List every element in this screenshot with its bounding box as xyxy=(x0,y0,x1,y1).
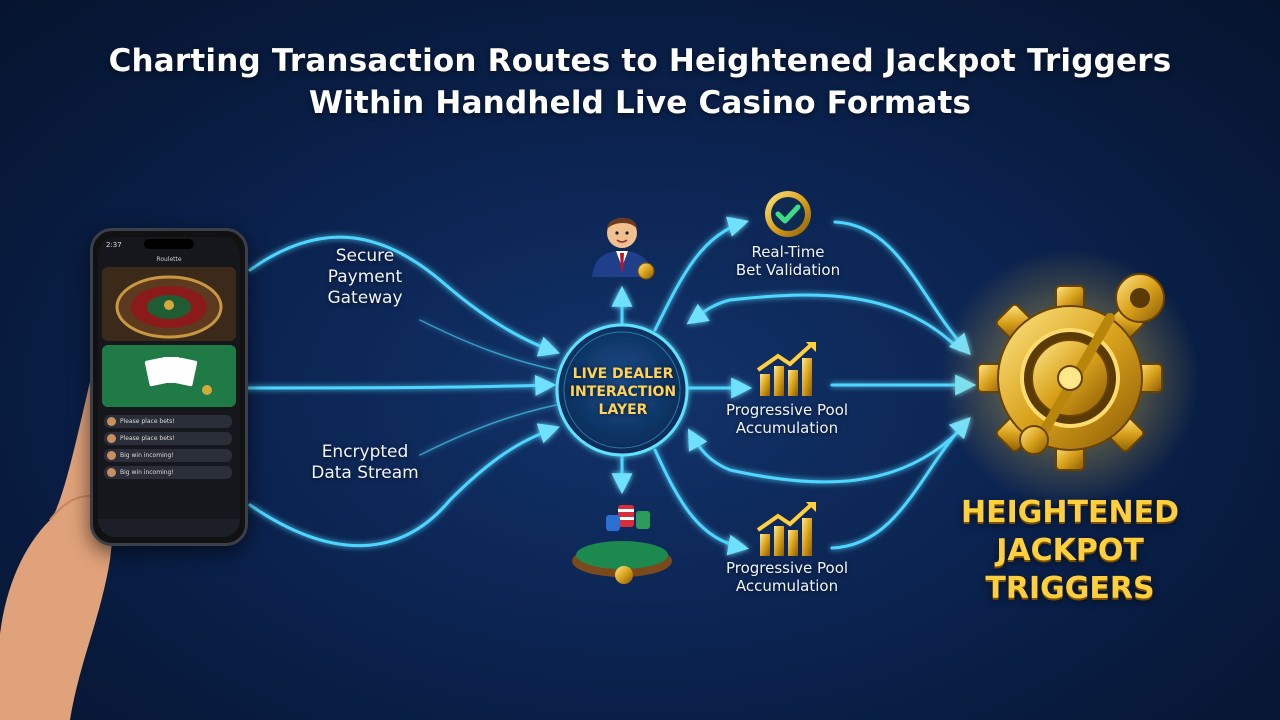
user-avatar xyxy=(107,434,116,443)
label-line: Data Stream xyxy=(311,463,419,483)
flow-line-hub-pool2 xyxy=(653,448,750,556)
label-line: Progressive Pool xyxy=(725,559,849,577)
hub-label-line: LIVE DEALER xyxy=(572,366,674,382)
flow-line-return-bottom xyxy=(687,428,962,484)
chat-panel: Please place bets! Please place bets! Bi… xyxy=(104,415,232,483)
label-line: Gateway xyxy=(327,288,403,308)
phone-notch xyxy=(144,239,194,249)
flow-line-thin-2 xyxy=(419,404,557,456)
checkmark-badge-icon xyxy=(765,191,811,237)
label-progressive-pool-1: Progressive Pool Accumulation xyxy=(712,401,862,437)
chat-message: Big win incoming! xyxy=(104,466,232,479)
page-title: Charting Transaction Routes to Heightene… xyxy=(0,40,1280,124)
chat-message: Big win incoming! xyxy=(104,449,232,462)
label-line: Bet Validation xyxy=(735,261,841,279)
label-line: Real-Time xyxy=(751,243,825,261)
label-progressive-pool-2: Progressive Pool Accumulation xyxy=(712,559,862,595)
hub-label-line: LAYER xyxy=(598,402,648,418)
label-line: Accumulation xyxy=(735,419,839,437)
chat-message-text: Big win incoming! xyxy=(120,469,174,476)
title-line-1: Charting Transaction Routes to Heightene… xyxy=(108,43,1172,79)
chat-message-text: Please place bets! xyxy=(120,435,175,442)
hub-label: LIVE DEALER INTERACTION LAYER xyxy=(560,365,686,419)
flow-line-direct xyxy=(243,374,557,396)
phone-screen: 2:37 Roulette Please place bets! Please … xyxy=(98,237,240,537)
label-secure-payment-gateway: Secure Payment Gateway xyxy=(305,246,425,309)
hub-node xyxy=(555,323,689,457)
chat-message: Please place bets! xyxy=(104,432,232,445)
jackpot-label-line: TRIGGERS xyxy=(985,571,1155,606)
chat-message-text: Please place bets! xyxy=(120,418,175,425)
playing-cards-icon xyxy=(144,357,212,395)
phone-mockup: 2:37 Roulette Please place bets! Please … xyxy=(90,228,248,546)
flow-line-thin-1 xyxy=(419,319,557,371)
label-line: Encrypted xyxy=(321,442,409,462)
growth-chart-icon xyxy=(756,342,816,396)
card-table-area xyxy=(102,345,236,407)
phone-app-title: Roulette xyxy=(156,256,182,263)
flow-line-validation-jackpot xyxy=(833,220,971,356)
label-bet-validation: Real-Time Bet Validation xyxy=(720,243,856,279)
label-encrypted-data-stream: Encrypted Data Stream xyxy=(295,442,435,484)
hub-label-line: INTERACTION xyxy=(569,384,677,400)
roulette-wheel-icon xyxy=(115,275,223,339)
jackpot-label-line: HEIGHTENED xyxy=(961,495,1179,530)
casino-table-chips-icon xyxy=(572,505,672,584)
label-line: Secure xyxy=(335,246,395,266)
label-line: Payment xyxy=(327,267,403,287)
user-avatar xyxy=(107,468,116,477)
jackpot-label-line: JACKPOT xyxy=(996,533,1144,568)
roulette-wheel-area xyxy=(102,267,236,341)
label-line: Accumulation xyxy=(735,577,839,595)
user-avatar xyxy=(107,451,116,460)
user-avatar xyxy=(107,417,116,426)
phone-nav-bar xyxy=(98,519,240,537)
flow-line-encrypted xyxy=(248,423,560,548)
dealer-avatar-icon xyxy=(592,217,655,280)
title-line-2: Within Handheld Live Casino Formats xyxy=(308,85,972,121)
phone-status-time: 2:37 xyxy=(106,241,122,249)
chat-message: Please place bets! xyxy=(104,415,232,428)
flow-line-secure-payment xyxy=(248,235,560,357)
chat-message-text: Big win incoming! xyxy=(120,452,174,459)
growth-chart-icon xyxy=(756,502,816,556)
flow-line-pool2-jackpot xyxy=(830,416,971,550)
jackpot-gear-lever-icon xyxy=(940,248,1200,508)
flow-line-return-top xyxy=(686,293,962,352)
label-line: Progressive Pool xyxy=(725,401,849,419)
jackpot-label: HEIGHTENED JACKPOT TRIGGERS xyxy=(950,494,1190,608)
flow-line-hub-validation xyxy=(653,216,750,332)
